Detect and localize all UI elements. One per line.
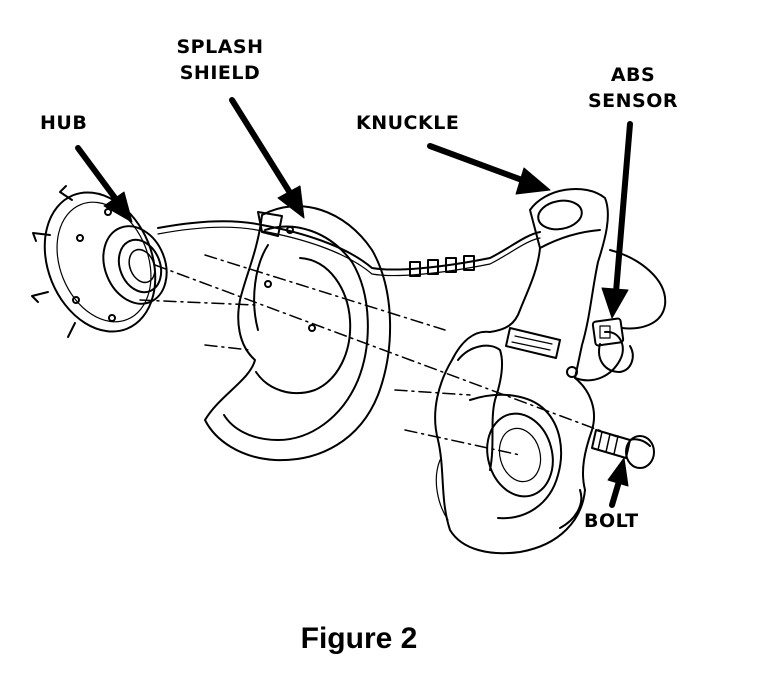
hub-part (31, 185, 168, 338)
bolt-arrow (607, 457, 629, 508)
splash-shield-arrow (229, 97, 305, 219)
knuckle-arrow (427, 143, 551, 195)
abs-sensor-label-line1: ABS (610, 64, 656, 86)
bolt-label: BOLT (584, 510, 639, 532)
bolt-part (591, 429, 655, 469)
assembly-axis-lines (139, 254, 621, 456)
knuckle-part (434, 187, 624, 555)
leader-arrows (75, 97, 633, 508)
abs-sensor-wire (157, 220, 541, 271)
abs-sensor-label-line2: SENSOR (587, 90, 679, 112)
hub-arrow (75, 145, 133, 223)
abs-sensor-wire-outer (157, 226, 541, 277)
knuckle-label: KNUCKLE (356, 112, 460, 134)
figure-caption: Figure 2 (300, 622, 418, 655)
splash-shield-label: SPLASH SHIELD (168, 34, 272, 86)
abs-sensor-part (591, 317, 634, 373)
wire-clips (409, 255, 475, 277)
abs-wire-to-sensor (609, 249, 667, 330)
splash-shield-label-line2: SHIELD (179, 62, 261, 84)
splash-shield-label-line1: SPLASH (176, 36, 264, 58)
abs-sensor-label: ABS SENSOR (580, 62, 686, 114)
abs-sensor-arrow (601, 121, 633, 319)
splash-shield-part (204, 205, 392, 462)
hub-label: HUB (40, 112, 88, 134)
